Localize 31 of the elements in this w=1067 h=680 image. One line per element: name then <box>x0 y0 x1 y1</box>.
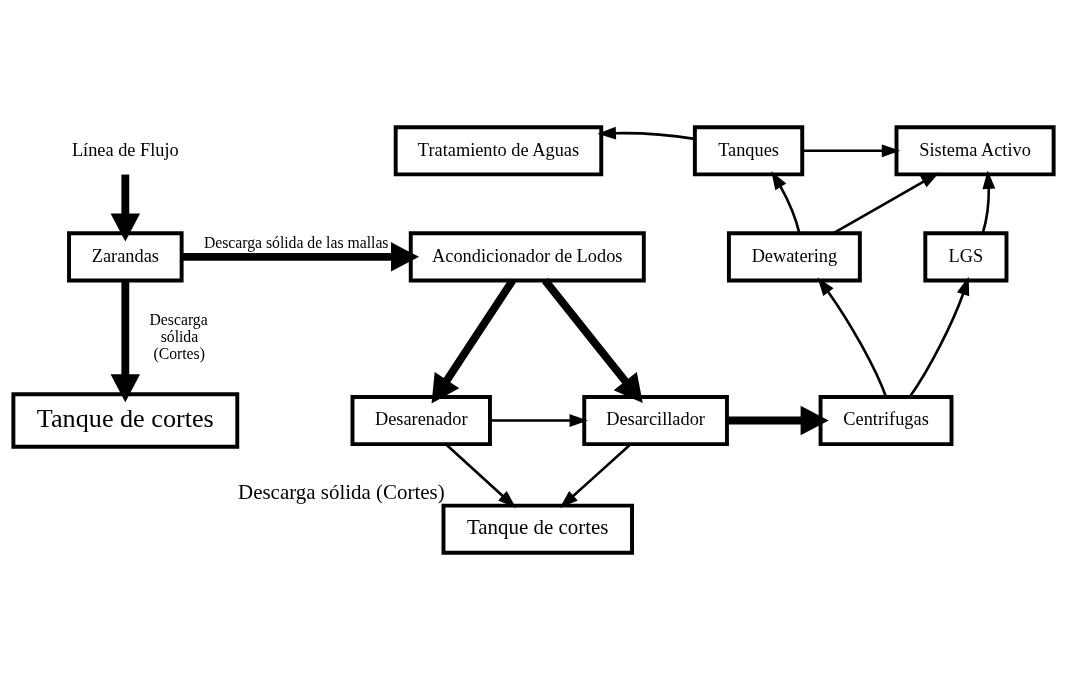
arrow <box>832 172 940 235</box>
arrow <box>802 144 901 158</box>
arrow <box>490 414 588 427</box>
arrow <box>908 276 970 398</box>
node-box: Dewatering <box>726 231 862 283</box>
node-box: Desarcillador <box>582 395 729 447</box>
arrow <box>771 171 801 234</box>
node-box: Tanque de cortes <box>11 392 240 449</box>
arrow <box>110 280 141 403</box>
node-box: Centrifugas <box>818 395 954 447</box>
node-text: Línea de Flujo <box>71 139 179 160</box>
arrow <box>727 405 829 436</box>
arrow <box>445 443 516 509</box>
edge-label: Descarga sólida de las mallas <box>203 234 389 252</box>
node-box: Tanques <box>692 125 805 177</box>
node-box: Acondicionador de Lodos <box>408 231 646 283</box>
node-box: Zarandas <box>67 231 184 283</box>
node-box: Desarenador <box>350 395 492 447</box>
arrow <box>559 443 632 509</box>
edge-label: Descarga sólida (Cortes) <box>149 311 208 363</box>
node-box: Tanque de cortes <box>441 503 634 555</box>
node-label: Descarga sólida (Cortes) <box>238 479 445 504</box>
arrow <box>181 242 420 272</box>
arrow <box>597 126 695 141</box>
node-box: Sistema Activo <box>894 125 1056 177</box>
arrow <box>817 277 888 397</box>
node-box: Tratamiento de Aguas <box>393 125 604 177</box>
arrow <box>981 170 996 234</box>
arrow <box>542 278 643 404</box>
node-box: LGS <box>923 231 1009 283</box>
arrow <box>431 278 516 404</box>
